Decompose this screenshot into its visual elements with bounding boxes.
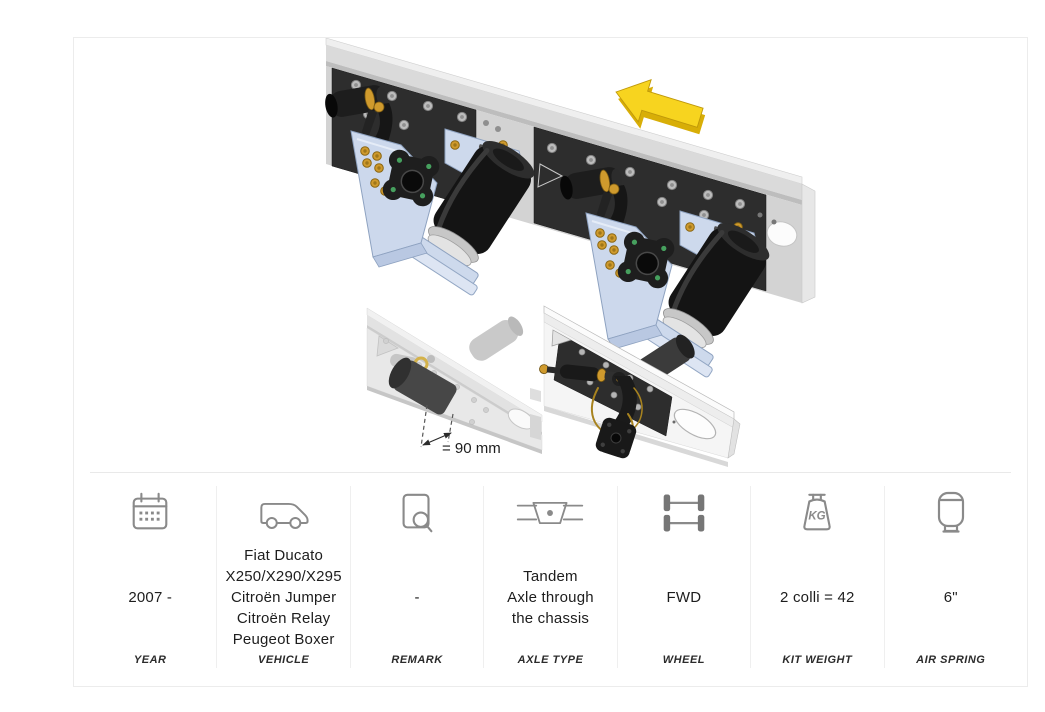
spec-col-remark: - REMARK [349, 486, 483, 668]
spec-col-vehicle: Fiat Ducato X250/X290/X295 Citroën Jumpe… [216, 486, 349, 668]
van-icon [255, 486, 313, 540]
detail-view-left: = 90 mm [366, 307, 543, 457]
section-divider [90, 472, 1011, 473]
weight-kg-icon: KG [794, 486, 840, 540]
calendar-icon [127, 486, 173, 540]
kg-text: KG [809, 511, 826, 523]
product-illustration: = 90 mm [74, 38, 1027, 472]
document-magnifier-icon [395, 486, 439, 540]
spec-label-kit-weight: KIT WEIGHT [782, 654, 853, 666]
spec-value-kit-weight: 2 colli = 42 [780, 588, 855, 606]
axle-through-chassis-icon [515, 486, 585, 540]
spec-label-year: YEAR [133, 654, 167, 666]
suspension-kit-drawing: = 90 mm [74, 38, 816, 467]
twin-axle-wheels-icon [660, 486, 708, 540]
spec-value-remark: - [414, 588, 420, 606]
spec-label-wheel: WHEEL [662, 654, 706, 666]
spec-value-vehicle: Fiat Ducato X250/X290/X295 Citroën Jumpe… [225, 546, 342, 648]
spec-col-kit-weight: KG 2 colli = 42 KIT WEIGHT [750, 486, 883, 668]
spec-value-axle-type: Tandem Axle through the chassis [507, 567, 594, 627]
product-spec-card: = 90 mm [73, 37, 1028, 687]
spec-value-wheel: FWD [666, 588, 702, 606]
air-spring-icon [931, 486, 971, 540]
spec-col-axle-type: Tandem Axle through the chassis AXLE TYP… [483, 486, 616, 668]
direction-arrow-icon [615, 79, 706, 135]
spec-label-air-spring: AIR SPRING [916, 654, 986, 666]
spacer-tube [388, 357, 457, 415]
spec-label-axle-type: AXLE TYPE [517, 654, 584, 666]
dimension-lines [420, 404, 454, 448]
dimension-label: = 90 mm [442, 440, 501, 457]
spec-label-vehicle: VEHICLE [258, 654, 310, 666]
spec-table: 2007 - YEAR Fiat Ducato X250/X290/X295 C… [74, 473, 1027, 686]
spec-col-air-spring: 6" AIR SPRING [883, 486, 1017, 668]
spec-value-air-spring: 6" [943, 588, 958, 606]
spec-label-remark: REMARK [391, 654, 443, 666]
lower-flange-plate [595, 417, 637, 459]
spec-col-year: 2007 - YEAR [84, 486, 216, 668]
spec-col-wheel: FWD WHEEL [616, 486, 750, 668]
spec-value-year: 2007 - [128, 588, 173, 606]
detail-view-right [530, 305, 741, 467]
